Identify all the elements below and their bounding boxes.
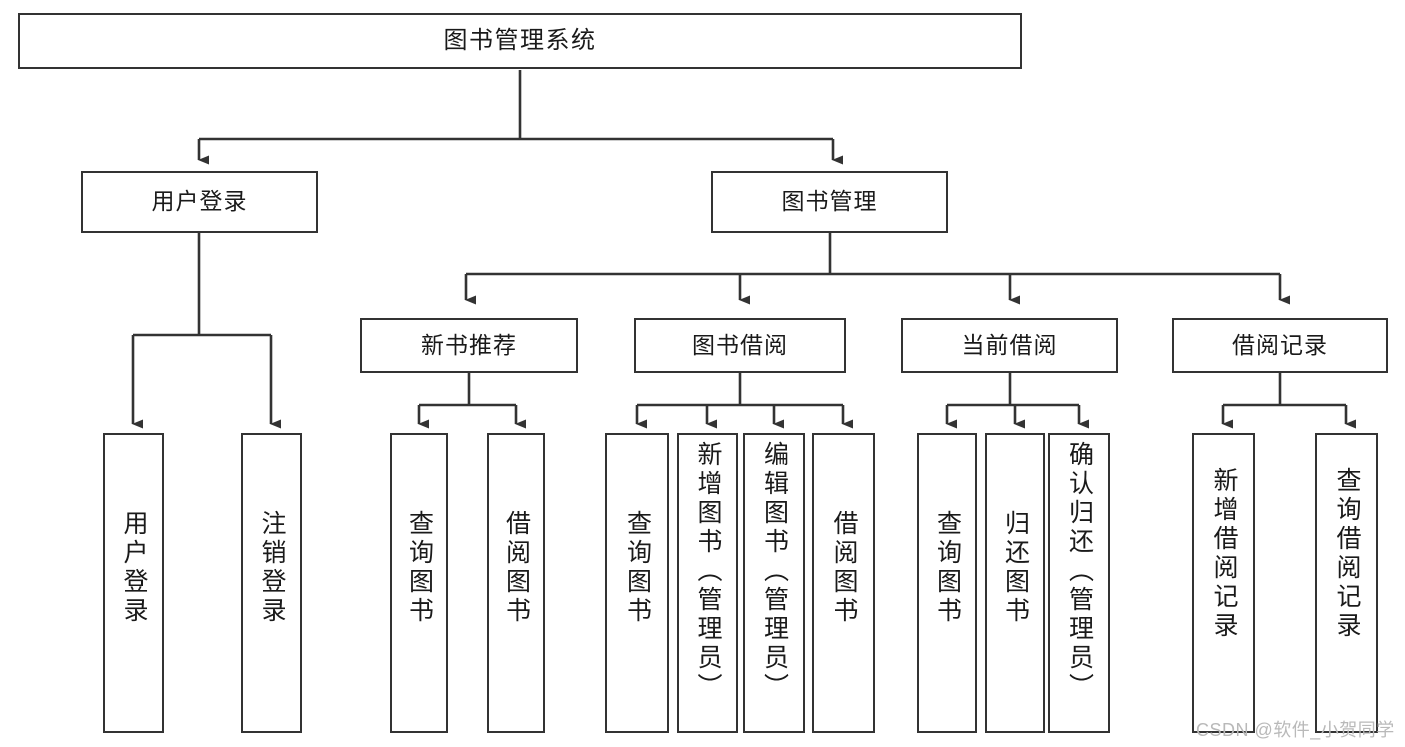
node-label: 查询图书 (933, 510, 962, 626)
leaf-logout[interactable]: 注销登录 (241, 433, 302, 733)
leaf-add-borrow-record[interactable]: 新增借阅记录 (1192, 433, 1255, 733)
node-label: 确认归还（管理员） (1065, 441, 1094, 702)
leaf-borrow-book-recommend[interactable]: 借阅图书 (487, 433, 545, 733)
node-label: 注销登录 (258, 510, 286, 626)
node-label: 新书推荐 (421, 331, 517, 358)
leaf-query-book-borrow[interactable]: 查询图书 (605, 433, 669, 733)
node-current-borrow[interactable]: 当前借阅 (901, 318, 1118, 373)
node-label: 图书管理系统 (443, 26, 597, 54)
node-label: 用户登录 (151, 188, 248, 215)
leaf-query-borrow-record[interactable]: 查询借阅记录 (1315, 433, 1378, 733)
node-label: 借阅记录 (1232, 331, 1328, 358)
node-label: 查询图书 (405, 510, 434, 626)
node-label: 查询图书 (623, 510, 652, 626)
node-borrow-record[interactable]: 借阅记录 (1172, 318, 1388, 373)
node-label: 归还图书 (1001, 510, 1030, 626)
leaf-return-book[interactable]: 归还图书 (985, 433, 1045, 733)
node-book-borrow[interactable]: 图书借阅 (634, 318, 846, 373)
leaf-confirm-return-admin[interactable]: 确认归还（管理员） (1048, 433, 1110, 733)
node-label: 用户登录 (120, 510, 148, 626)
node-label: 查询借阅记录 (1333, 467, 1361, 641)
node-user-login[interactable]: 用户登录 (81, 171, 318, 233)
leaf-query-book-current[interactable]: 查询图书 (917, 433, 977, 733)
node-label: 新增借阅记录 (1210, 467, 1238, 641)
node-label: 编辑图书（管理员） (760, 441, 789, 702)
node-new-book-recommend[interactable]: 新书推荐 (360, 318, 578, 373)
leaf-borrow-book[interactable]: 借阅图书 (812, 433, 875, 733)
node-label: 图书管理 (781, 188, 878, 215)
node-label: 当前借阅 (961, 331, 1058, 358)
leaf-edit-book-admin[interactable]: 编辑图书（管理员） (743, 433, 805, 733)
node-label: 借阅图书 (502, 510, 531, 626)
node-book-management[interactable]: 图书管理 (711, 171, 948, 233)
node-label: 新增图书（管理员） (694, 441, 722, 702)
leaf-add-book-admin[interactable]: 新增图书（管理员） (677, 433, 738, 733)
node-root-system[interactable]: 图书管理系统 (18, 13, 1022, 69)
node-label: 借阅图书 (830, 510, 858, 626)
node-label: 图书借阅 (692, 331, 788, 358)
csdn-watermark: CSDN @软件_小贺同学 (1196, 720, 1395, 740)
leaf-user-login[interactable]: 用户登录 (103, 433, 164, 733)
leaf-query-book-recommend[interactable]: 查询图书 (390, 433, 448, 733)
